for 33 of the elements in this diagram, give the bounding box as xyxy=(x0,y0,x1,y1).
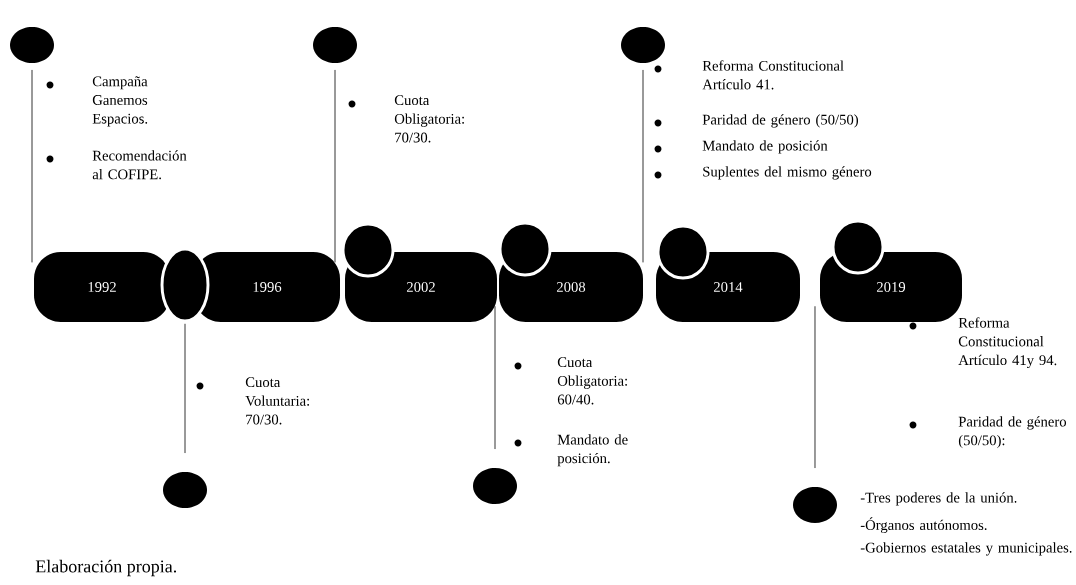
caption: Elaboración propia. xyxy=(35,559,177,577)
list-item: Cuota Voluntaria: 70/30. xyxy=(245,377,309,425)
marker-ellipse xyxy=(621,27,665,63)
ring-circle xyxy=(656,224,710,280)
connector-line xyxy=(494,305,496,450)
ring-circle xyxy=(160,247,210,323)
connector-line xyxy=(31,69,33,263)
list-item: Suplentes del mismo género xyxy=(703,166,872,180)
list-item: Paridad de género (50/50): xyxy=(958,416,1067,449)
list-item: Cuota Obligatoria: 70/30. xyxy=(394,95,464,143)
list-item: -Órganos autónomos. xyxy=(860,517,987,533)
list-item: Mandato de posición. xyxy=(557,434,628,467)
list-item: Recomendación al COFIPE. xyxy=(92,150,187,180)
ring-circle xyxy=(498,221,552,277)
marker-ellipse xyxy=(793,487,837,523)
node-label: 1996 xyxy=(253,282,282,292)
list-item: Cuota Obligatoria: 60/40. xyxy=(557,357,627,405)
marker-ellipse xyxy=(473,468,517,504)
list-item: Mandato de posición xyxy=(702,140,828,154)
list-item: Reforma Constitucional Artículo 41. xyxy=(702,60,844,90)
connector-line xyxy=(642,69,644,263)
marker-ellipse xyxy=(163,472,207,508)
connector-line xyxy=(184,323,186,454)
marker-ellipse xyxy=(313,27,357,63)
connector-line xyxy=(814,305,816,469)
list-item: -Tres poderes de la unión. xyxy=(860,492,1017,506)
ring-circle xyxy=(341,222,395,278)
list-item: Campaña Ganemos Espacios. xyxy=(92,76,148,127)
list-item: -Gobiernos estatales y municipales. xyxy=(860,542,1072,556)
list-item: Paridad de género (50/50) xyxy=(702,114,858,128)
marker-ellipse xyxy=(10,27,54,63)
connector-line xyxy=(334,69,336,263)
ring-circle xyxy=(831,219,885,275)
